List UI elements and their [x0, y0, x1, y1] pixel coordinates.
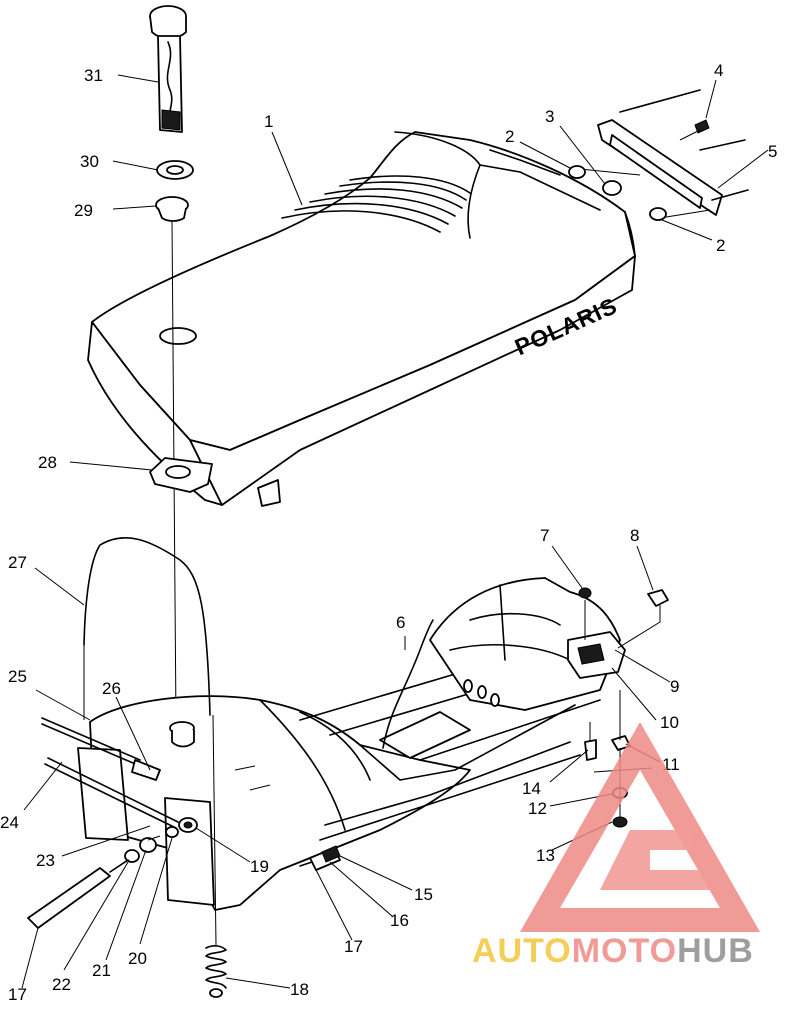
callout-label: 25: [8, 667, 27, 686]
spring-icon: [205, 714, 227, 998]
callout-labels: 1 2 2 3 4 5 6 7 8 9 10 11 12 13 14 15 16…: [0, 61, 777, 1004]
wire-loop: [83, 537, 211, 716]
callout-label: 16: [390, 911, 409, 930]
tank-frame: [299, 577, 626, 841]
callout-label: 24: [0, 813, 19, 832]
callout-label: 23: [36, 851, 55, 870]
callout-label: 9: [670, 677, 679, 696]
callout-label: 7: [540, 526, 549, 545]
callout-label: 13: [536, 846, 555, 865]
callout-label: 20: [128, 949, 147, 968]
callout-label: 19: [250, 857, 269, 876]
tail-light-assembly: [568, 89, 749, 221]
callout-label: 18: [290, 980, 309, 999]
clip-icon: [647, 589, 669, 607]
callout-label: 14: [522, 779, 541, 798]
callout-label: 8: [630, 526, 639, 545]
callout-label: 1: [264, 112, 273, 131]
callout-label: 2: [716, 236, 725, 255]
watermark-moto: MOTO: [572, 932, 677, 970]
leader-lines: [21, 74, 769, 989]
callout-label: 29: [74, 201, 93, 220]
watermark-triangle-icon: [520, 722, 760, 932]
nut-icon: [578, 587, 592, 599]
callout-label: 3: [545, 107, 554, 126]
watermark-hub: HUB: [677, 932, 754, 970]
callout-label: 22: [52, 975, 71, 994]
callout-label: 28: [38, 453, 57, 472]
callout-label: 10: [660, 713, 679, 732]
seat-cover: [87, 131, 636, 507]
watermark-auto: AUTO: [472, 932, 572, 970]
filler-cap-assembly: [149, 5, 194, 723]
callout-label: 5: [768, 142, 777, 161]
callout-label: 26: [102, 679, 121, 698]
callout-label: 6: [396, 613, 405, 632]
callout-label: 27: [8, 553, 27, 572]
callout-label: 2: [505, 127, 514, 146]
callout-label: 12: [528, 799, 547, 818]
callout-label: 30: [80, 152, 99, 171]
callout-label: 31: [84, 66, 103, 85]
callout-label: 17: [8, 985, 27, 1004]
callout-label: 4: [714, 61, 723, 80]
callout-label: 15: [414, 885, 433, 904]
callout-label: 17: [344, 937, 363, 956]
callout-label: 21: [92, 961, 111, 980]
fuel-line: [27, 867, 111, 929]
watermark-logo: AUTOMOTOHUB: [472, 722, 760, 970]
svg-text:AUTOMOTOHUB: AUTOMOTOHUB: [472, 932, 754, 970]
